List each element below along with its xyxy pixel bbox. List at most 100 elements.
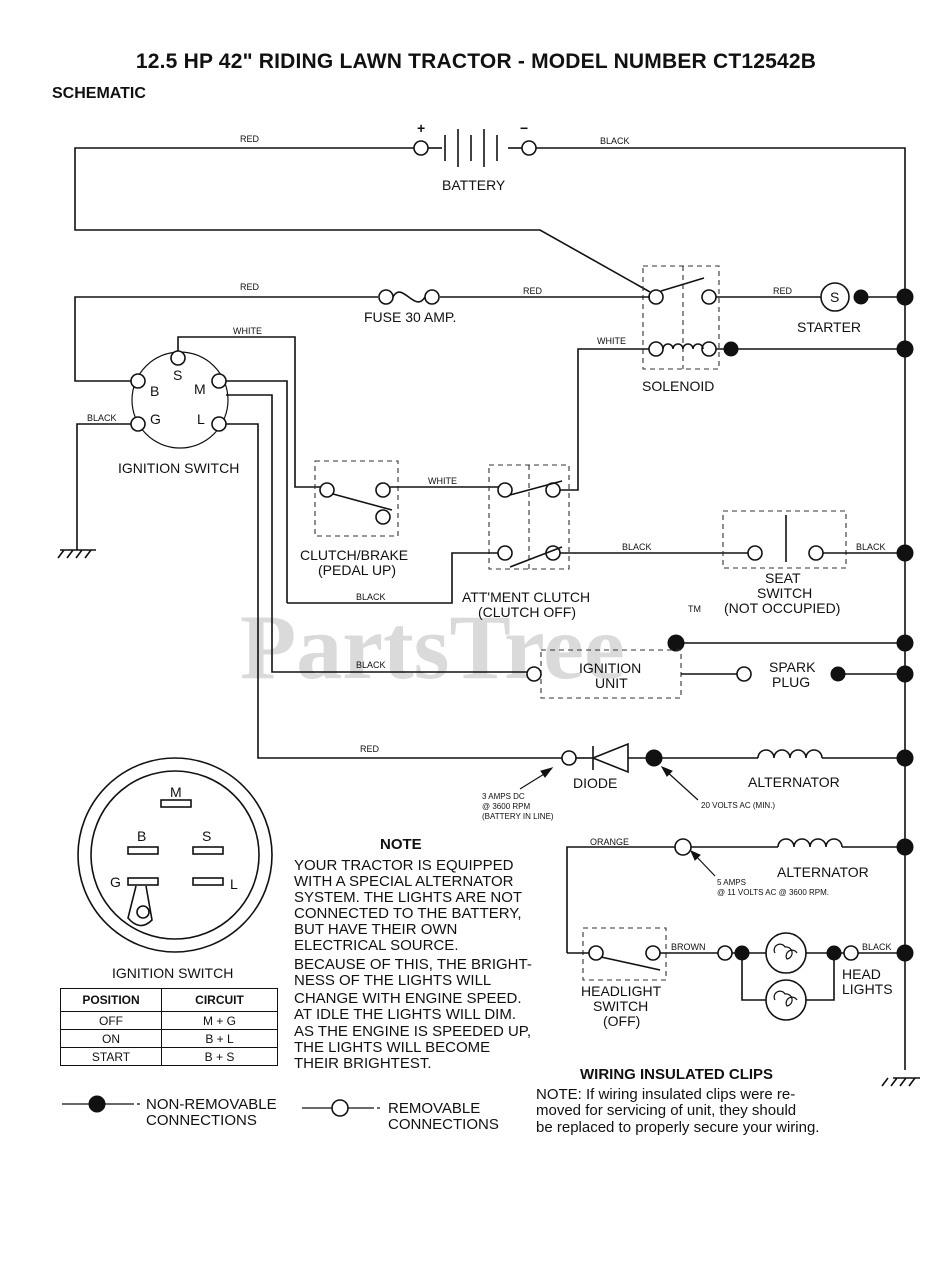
page-title: 12.5 HP 42" RIDING LAWN TRACTOR - MODEL … xyxy=(135,50,817,73)
diode: DIODE xyxy=(561,742,663,791)
legend-removable-1: REMOVABLE xyxy=(388,1100,480,1117)
wire-label-black-att: BLACK xyxy=(356,592,386,602)
note-line: ELECTRICAL SOURCE. xyxy=(294,937,458,954)
red-diode-wire xyxy=(226,423,562,759)
ground-junction xyxy=(896,749,914,767)
ground-symbol-left xyxy=(57,549,96,559)
ground-symbol-right xyxy=(881,1077,920,1087)
table-cell: M + G xyxy=(161,1011,278,1030)
table-cell: B + L xyxy=(161,1029,278,1048)
white-start-wire xyxy=(177,336,327,488)
m-terminal-wire xyxy=(226,380,288,603)
note-line: THEIR BRIGHTEST. xyxy=(294,1055,432,1072)
watermark: PartsTree xyxy=(240,596,625,698)
terminal-l: L xyxy=(197,411,205,427)
clips-line-3: be replaced to properly secure your wiri… xyxy=(536,1119,819,1136)
ignition-switch-face: M B S G L IGNITION SWITCH xyxy=(77,757,273,981)
ground-junction xyxy=(896,838,914,856)
note-line: AS THE ENGINE IS SPEEDED UP, xyxy=(294,1023,531,1040)
headlight-switch: HEADLIGHT SWITCH (OFF) xyxy=(567,927,667,1029)
legend-non-removable-1: NON-REMOVABLE xyxy=(146,1096,277,1113)
table-row: START B + S xyxy=(60,1047,278,1066)
diode-label: DIODE xyxy=(573,775,617,791)
fuse-label: FUSE 30 AMP. xyxy=(364,309,456,325)
wire-label-red-diode: RED xyxy=(360,744,380,754)
spark-plug: SPARK PLUG xyxy=(736,659,846,690)
terminal-s: S xyxy=(173,367,182,383)
face-terminal-m: M xyxy=(170,784,182,800)
face-terminal-l: L xyxy=(230,876,238,892)
solenoid: SOLENOID xyxy=(642,265,720,394)
note-body: YOUR TRACTOR IS EQUIPPED WITH A SPECIAL … xyxy=(294,857,532,1072)
starter-s: S xyxy=(830,289,839,305)
ignition-ground-wire xyxy=(76,423,131,550)
note-heading: NOTE xyxy=(380,836,422,853)
battery-label: BATTERY xyxy=(442,177,506,193)
seat-switch: SEAT SWITCH (NOT OCCUPIED) xyxy=(722,510,847,616)
diode-out-spec: 20 VOLTS AC (MIN.) xyxy=(701,801,775,810)
face-terminal-s: S xyxy=(202,828,211,844)
legend-removable-2: CONNECTIONS xyxy=(388,1116,499,1133)
clutch-brake-label-1: CLUTCH/BRAKE xyxy=(300,547,408,563)
table-header-circuit: CIRCUIT xyxy=(161,988,278,1012)
wire-label-red-starter: RED xyxy=(773,286,793,296)
note-line: BUT HAVE THEIR OWN xyxy=(294,921,457,938)
note-line: AT IDLE THE LIGHTS WILL DIM. xyxy=(294,1006,516,1023)
table-cell: OFF xyxy=(60,1011,162,1030)
wire-label-brown: BROWN xyxy=(671,942,706,952)
ignition-unit: IGNITION UNIT xyxy=(526,649,682,699)
note-line: SYSTEM. THE LIGHTS ARE NOT xyxy=(294,889,522,906)
note-line: WITH A SPECIAL ALTERNATOR xyxy=(294,873,514,890)
attachment-clutch-label-2: (CLUTCH OFF) xyxy=(478,604,576,620)
alternator-2-label: ALTERNATOR xyxy=(777,864,869,880)
ground-junction xyxy=(896,944,914,962)
note-line: THE LIGHTS WILL BECOME xyxy=(294,1039,490,1056)
clutch-brake-label-2: (PEDAL UP) xyxy=(318,562,396,578)
ignition-unit-label-2: UNIT xyxy=(595,675,628,691)
ground-junction xyxy=(896,634,914,652)
table-header-position: POSITION xyxy=(60,988,162,1012)
table-row: OFF M + G xyxy=(60,1011,278,1030)
table-row: ON B + L xyxy=(60,1029,278,1048)
ground-junction xyxy=(896,544,914,562)
clips-heading: WIRING INSULATED CLIPS xyxy=(580,1066,773,1083)
terminal-b: B xyxy=(150,383,159,399)
watermark-tm: TM xyxy=(688,604,701,614)
headlight-switch-label-1: HEADLIGHT xyxy=(581,983,662,999)
wire-label-red: RED xyxy=(240,134,260,144)
wire-label-black-lights: BLACK xyxy=(862,942,892,952)
diode-in-spec-2: @ 3600 RPM xyxy=(482,802,530,811)
seat-switch-label-1: SEAT xyxy=(765,570,801,586)
ignition-unit-label-1: IGNITION xyxy=(579,660,641,676)
white-solenoid-wire xyxy=(560,348,649,491)
head-lights-label-1: HEAD xyxy=(842,966,881,982)
wire-label-red-fuse: RED xyxy=(240,282,260,292)
headlight-switch-label-3: (OFF) xyxy=(603,1013,640,1029)
ground-junction xyxy=(896,665,914,683)
wire-label-black: BLACK xyxy=(600,136,630,146)
attachment-clutch-switch: ATT'MENT CLUTCH (CLUTCH OFF) xyxy=(462,464,590,620)
seat-switch-label-3: (NOT OCCUPIED) xyxy=(724,600,840,616)
note-line: YOUR TRACTOR IS EQUIPPED xyxy=(294,857,514,874)
seat-switch-label-2: SWITCH xyxy=(757,585,812,601)
wire-label-orange: ORANGE xyxy=(590,837,629,847)
ignition-diagram-caption: IGNITION SWITCH xyxy=(112,965,233,981)
wire-label-black-seat2: BLACK xyxy=(856,542,886,552)
fuse-30-amp: FUSE 30 AMP. xyxy=(364,289,456,325)
diode-in-spec-3: (BATTERY IN LINE) xyxy=(482,812,554,821)
ground-junction xyxy=(896,288,914,306)
wire-label-white: WHITE xyxy=(233,326,262,336)
battery-minus: − xyxy=(520,120,528,136)
alternator-1: ALTERNATOR xyxy=(662,749,905,790)
terminal-m: M xyxy=(194,381,206,397)
legend: NON-REMOVABLE CONNECTIONS REMOVABLE CONN… xyxy=(62,1095,499,1133)
wire-label-black-g: BLACK xyxy=(87,413,117,423)
legend-non-removable-2: CONNECTIONS xyxy=(146,1112,257,1129)
alt2-spec-2: @ 11 VOLTS AC @ 3600 RPM. xyxy=(717,888,829,897)
ignition-switch-label: IGNITION SWITCH xyxy=(118,460,239,476)
starter-label: STARTER xyxy=(797,319,861,335)
face-terminal-g: G xyxy=(110,874,121,890)
table-cell: START xyxy=(60,1047,162,1066)
clips-line-2: moved for servicing of unit, they should xyxy=(536,1102,796,1119)
spark-plug-label-2: PLUG xyxy=(772,674,810,690)
